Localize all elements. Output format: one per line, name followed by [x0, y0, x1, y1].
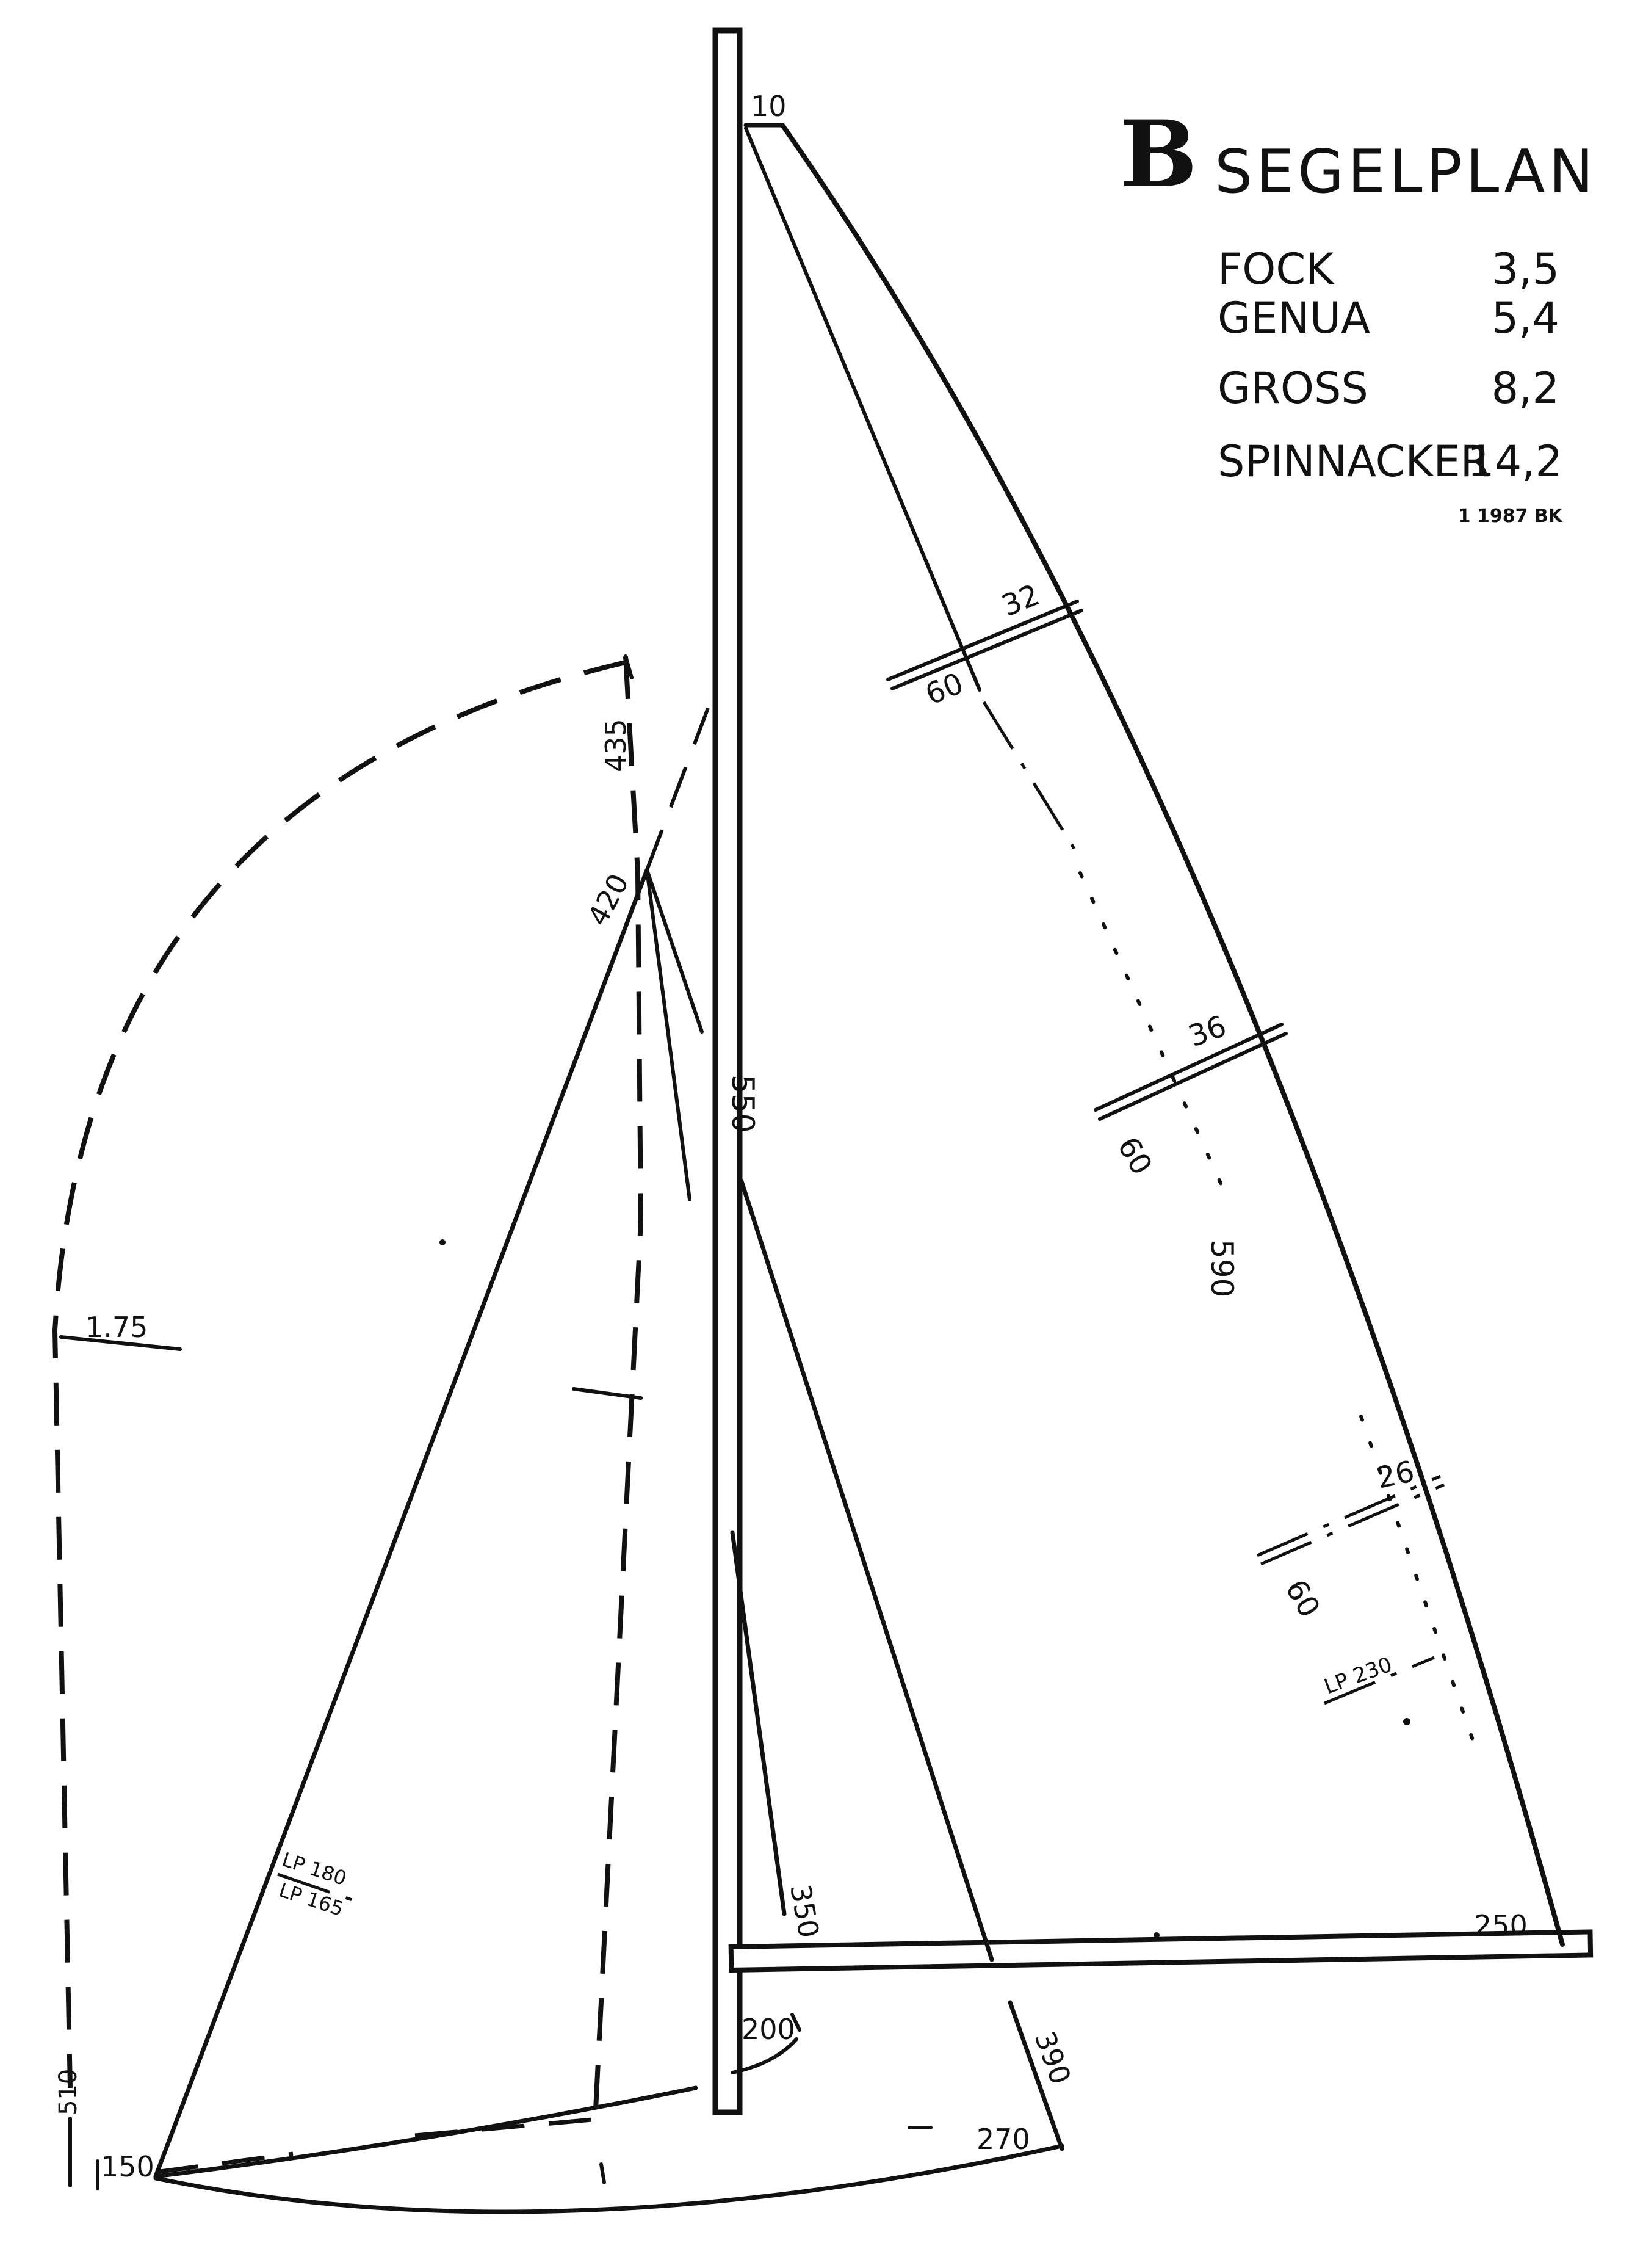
sail-area-fock: 3,5 [1492, 244, 1559, 294]
batten-low [1257, 1474, 1445, 1566]
sail-area-gross: 8,2 [1492, 363, 1559, 413]
dim-spin-foot: 150 [101, 2150, 154, 2183]
mark-dot [1403, 1718, 1410, 1725]
sail-area-spinnacker: 14,2 [1467, 437, 1562, 487]
mainsail-leech [780, 123, 1565, 1947]
dim-spin-top: 435 [599, 719, 632, 772]
dim-lower-foot: 270 [977, 2123, 1030, 2156]
mainsail-luff-line [744, 126, 981, 692]
dim-main-lp: LP 230 [1321, 1652, 1395, 1699]
mainsail-lp-dots [1359, 1415, 1479, 1754]
mark-dot [439, 1239, 446, 1245]
plan-letter: B [1120, 101, 1197, 208]
spinnaker-top-tick [624, 654, 634, 679]
dim-jib-foot: 200 [742, 2013, 795, 2046]
jib-luff-lower [730, 1530, 787, 1916]
dim-batten-mid-length: 36 [1184, 1009, 1231, 1054]
genoa-foot [153, 2085, 698, 2179]
dim-spin-foot-height: 510 [54, 2069, 82, 2115]
dim-batten-low-length: 26 [1374, 1454, 1417, 1495]
batten-top [886, 600, 1083, 690]
jib-clew-left [731, 2037, 798, 2074]
dim-mast-height: 550 [725, 1074, 760, 1132]
genoa-luff [153, 868, 649, 2179]
sail-name-fock: FOCK [1218, 244, 1335, 294]
main-lp-line [1324, 1656, 1435, 1705]
jib-luff-upper [739, 1179, 994, 1962]
sail-name-spinnacker: SPINNACKER [1218, 437, 1490, 487]
jib-foot-tick [790, 2013, 801, 2032]
sail-name-gross: GROSS [1218, 363, 1368, 413]
batten-mid [1094, 1023, 1288, 1121]
genoa-leech [645, 868, 691, 1201]
plan-title: SEGELPLAN [1215, 137, 1597, 207]
spinnaker-head-tick [572, 1387, 643, 1400]
sail-name-genua: GENUA [1218, 293, 1370, 343]
mast [712, 27, 743, 2115]
dim-jib-luff: 350 [784, 1882, 825, 1941]
mainsail-luff-dots [1078, 871, 1229, 1198]
genoa-forestay-dash [645, 707, 710, 871]
mainsail-luff-dashdot [982, 701, 1076, 850]
dim-batten-mid-offset: 60 [1111, 1131, 1159, 1181]
drawing-signature: 1 1987 BK [1458, 505, 1564, 527]
genoa-leech-lower [1008, 2000, 1064, 2151]
spinnaker-luff [52, 660, 626, 2089]
mark-dot [1154, 1932, 1160, 1938]
boom [728, 1929, 1594, 1973]
genoa-leech-short [645, 868, 704, 1034]
dim-main-foot: 250 [1474, 1909, 1528, 1942]
spinnaker-foot-right [414, 2117, 593, 2138]
genoa-lp-line [277, 1872, 367, 1907]
spinnaker-leech [593, 656, 644, 2122]
spinnaker-foot-arc [153, 2143, 1064, 2214]
dim-spin-width: 1.75 [85, 1311, 148, 1344]
dim-masthead: 10 [751, 90, 787, 123]
dim-main-luff: 590 [1204, 1239, 1240, 1297]
dim-batten-low-offset: 60 [1279, 1574, 1327, 1623]
sail-area-genua: 5,4 [1492, 293, 1559, 343]
spinnaker-width-line [59, 1335, 182, 1351]
spinnaker-foot [155, 2151, 294, 2175]
genoa-tick-mark [599, 2162, 606, 2184]
